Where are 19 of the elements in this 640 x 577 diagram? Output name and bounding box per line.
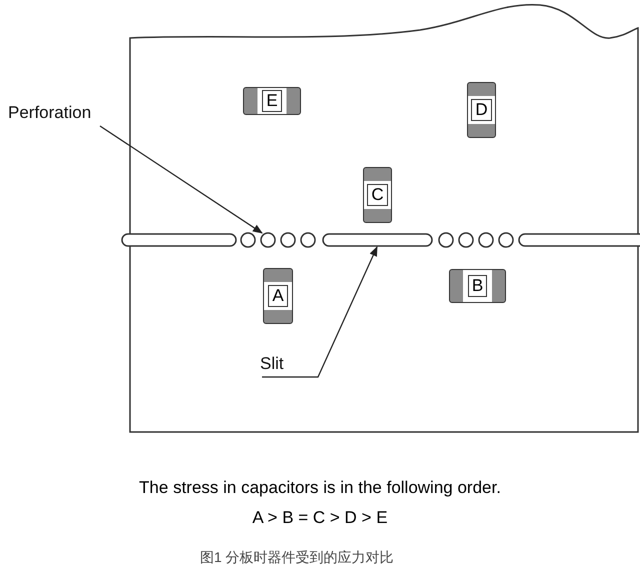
capacitor-label: E (262, 90, 282, 112)
stress-order-text: A > B = C > D > E (251, 508, 389, 528)
capacitor (449, 269, 506, 303)
capacitor-label: A (268, 285, 288, 307)
capacitor-label: B (468, 275, 488, 297)
note-text: The stress in capacitors is in the following order. (138, 478, 502, 498)
capacitor (243, 87, 301, 115)
leader-line (262, 246, 378, 378)
leader-line (100, 126, 263, 234)
capacitor (363, 167, 392, 223)
callout-text: Perforation (8, 103, 104, 125)
capacitor (263, 268, 293, 324)
capacitor-label: C (367, 184, 388, 206)
capacitor-label: D (471, 99, 492, 121)
capacitor (467, 82, 496, 138)
callout-text: Slit (260, 354, 292, 376)
slit (322, 233, 433, 247)
figure-caption: 图1 分板时器件受到的应力对比 (200, 549, 394, 567)
perforation-hole (260, 232, 276, 248)
